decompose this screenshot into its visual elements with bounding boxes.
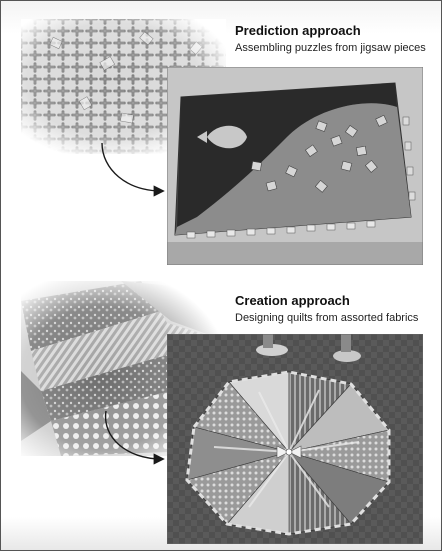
creation-title: Creation approach [235, 293, 350, 308]
prediction-arrow [101, 142, 165, 197]
creation-arrow [104, 410, 165, 465]
prediction-subtitle: Assembling puzzles from jigsaw pieces [235, 42, 426, 54]
creation-panel: Creation approach Designing quilts from … [1, 279, 441, 549]
assembled-puzzle-image [167, 67, 423, 265]
creation-subtitle: Designing quilts from assorted fabrics [235, 312, 419, 324]
quilt-on-floor-image [167, 334, 423, 544]
prediction-title: Prediction approach [235, 23, 361, 38]
prediction-panel: Prediction approach Assembling puzzles f… [1, 1, 441, 271]
